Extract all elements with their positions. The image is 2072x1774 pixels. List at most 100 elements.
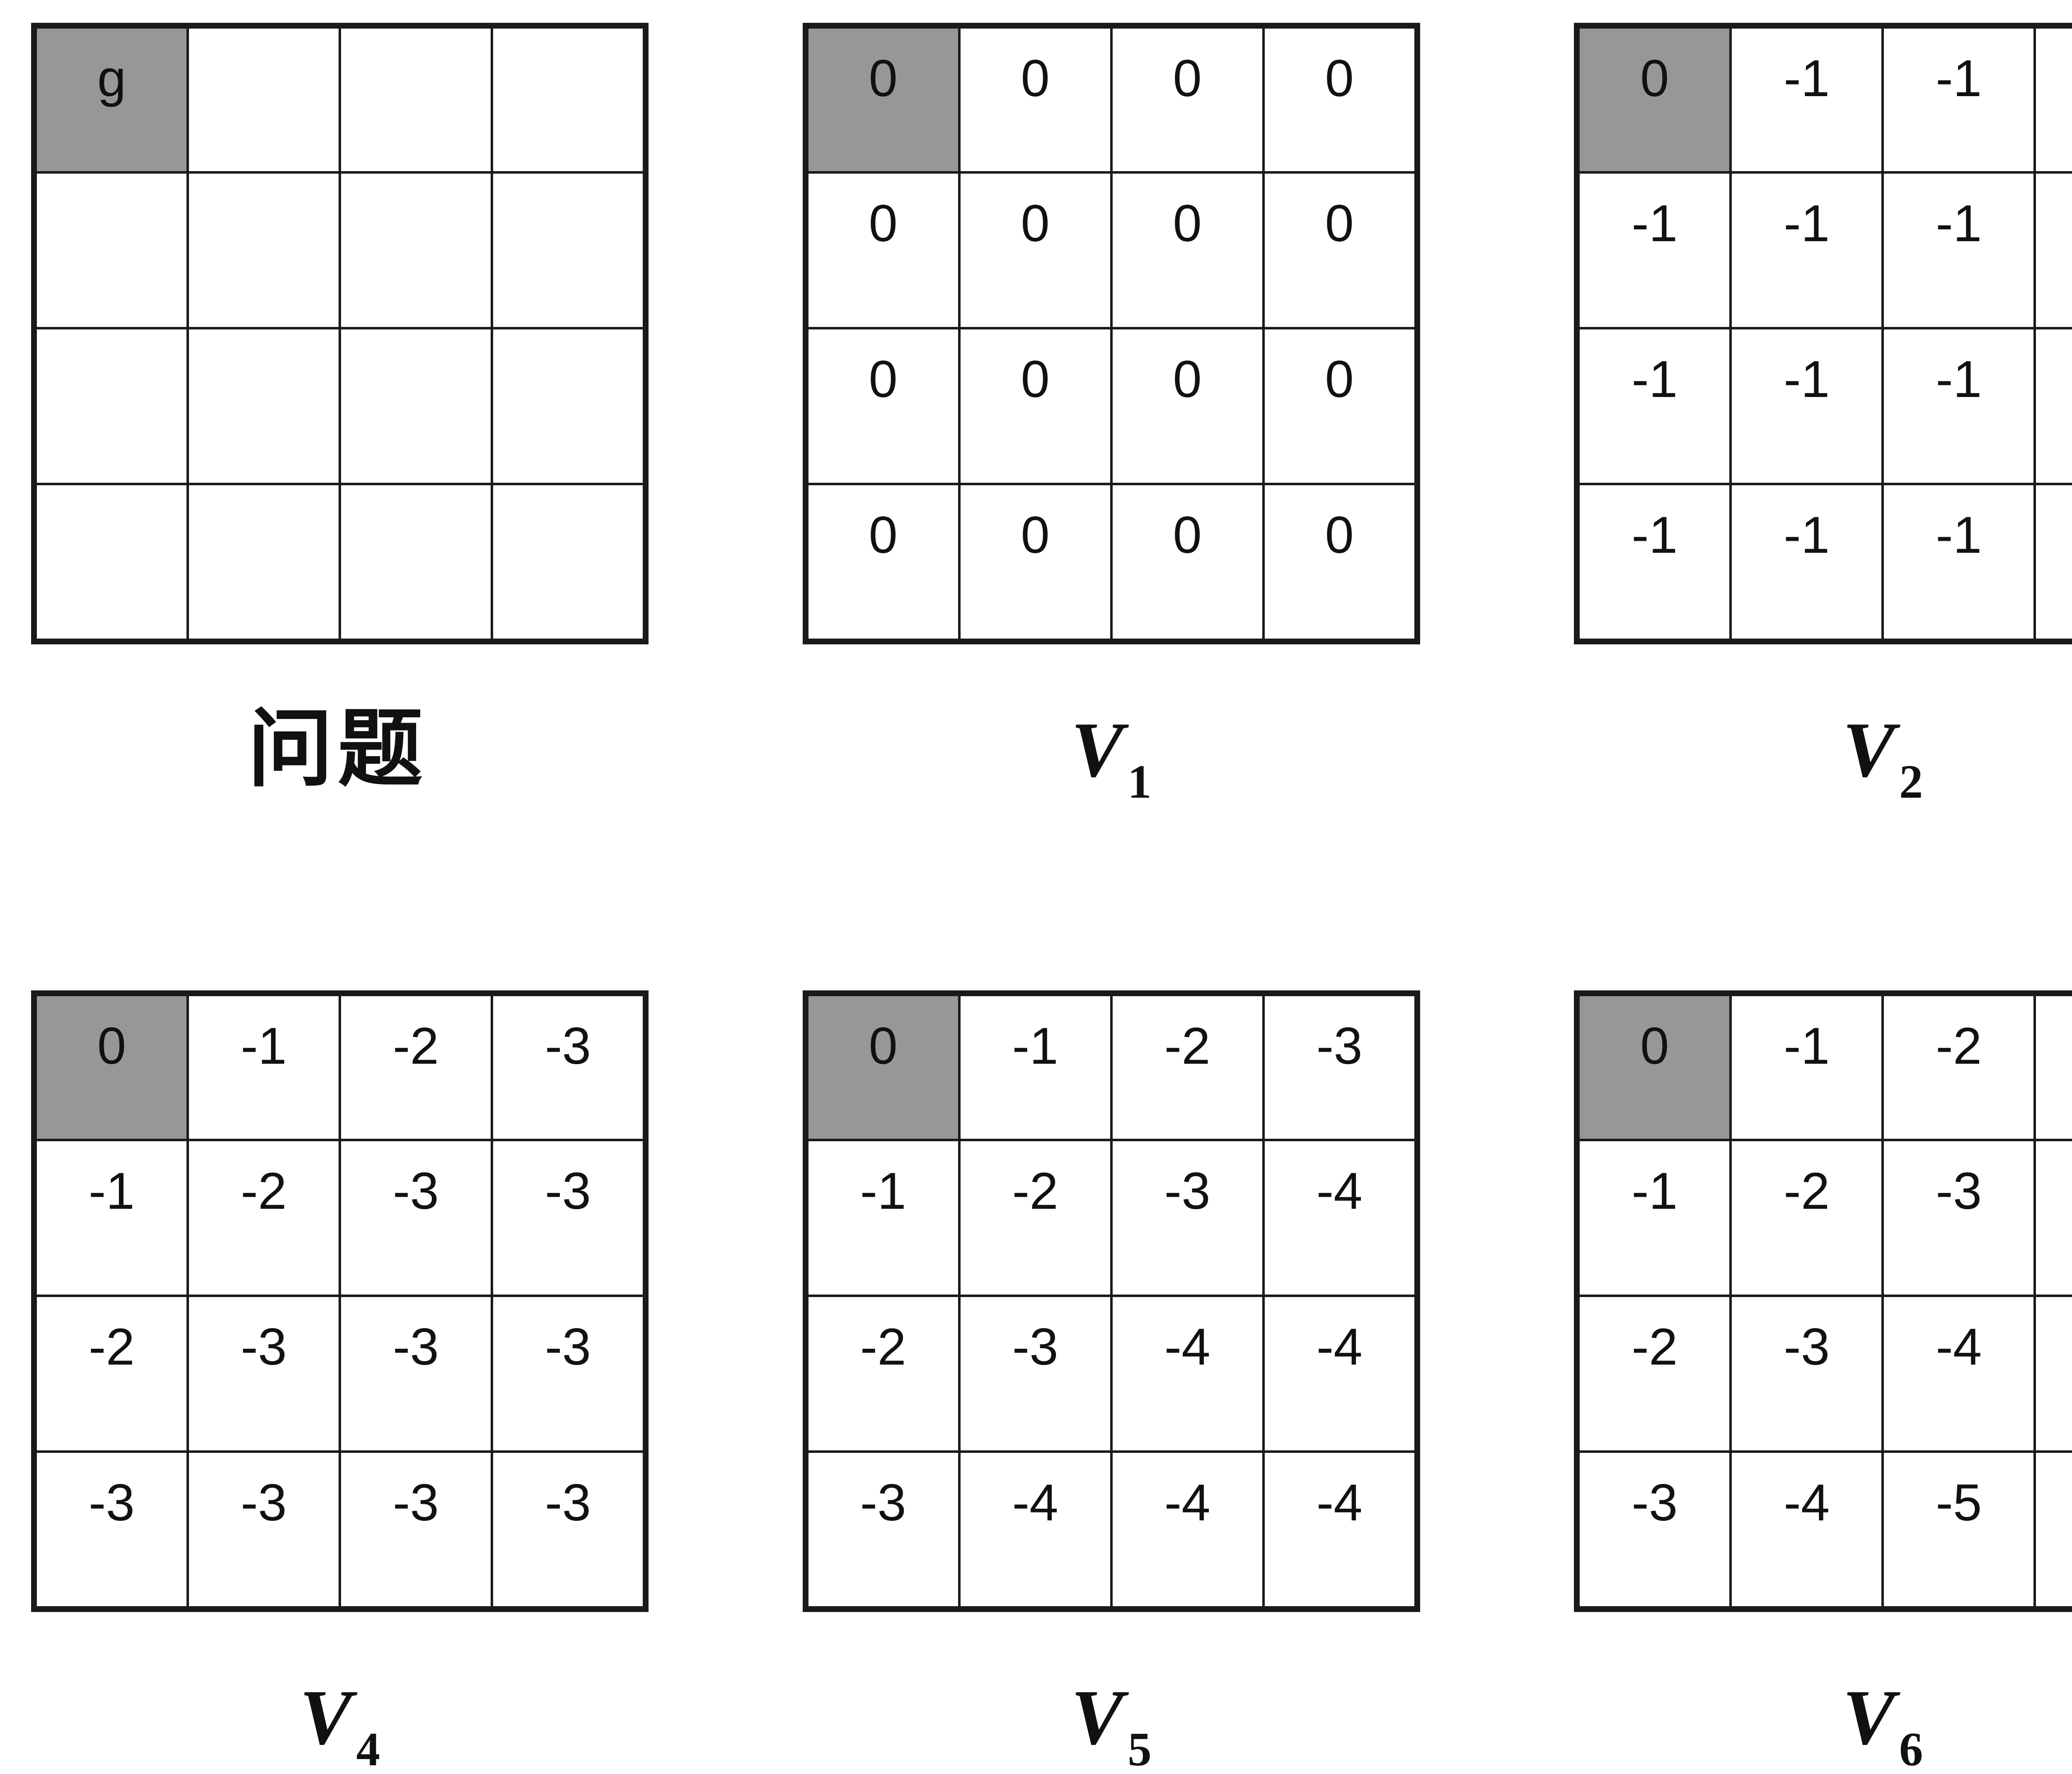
grid-cell: -1 <box>1731 995 1883 1140</box>
grid-cell: -2 <box>959 1140 1111 1296</box>
grid-cell <box>188 172 340 328</box>
grid-cell: -1 <box>2035 484 2072 640</box>
grid-cell: 0 <box>807 328 959 484</box>
grid-cell: -4 <box>1111 1295 1264 1452</box>
grid-cell <box>340 27 492 172</box>
grid-cell: -2 <box>1578 1295 1731 1452</box>
grid-cell: -3 <box>340 1451 492 1607</box>
grid-cell: -5 <box>2035 1295 2072 1452</box>
grid-cell <box>188 328 340 484</box>
grid-cell: 0 <box>959 172 1111 328</box>
value-grid: g <box>31 23 649 644</box>
grid-cell: -3 <box>1263 995 1416 1140</box>
grid-cell: -1 <box>1731 27 1883 172</box>
grid-cell: -3 <box>492 1140 644 1296</box>
grid-cell: -3 <box>492 1451 644 1607</box>
grid-cell: -2 <box>1731 1140 1883 1296</box>
grid-cell: -1 <box>807 1140 959 1296</box>
goal-cell: 0 <box>807 995 959 1140</box>
grid-cell: 0 <box>807 484 959 640</box>
grid-cell <box>36 328 188 484</box>
grid-panel-problem: g 问题 <box>31 23 649 808</box>
grid-cell: -3 <box>1883 1140 2035 1296</box>
grid-cell <box>188 27 340 172</box>
grid-cell <box>492 172 644 328</box>
grid-label: 问题 <box>31 700 649 808</box>
grid-cell: -3 <box>1578 1451 1731 1607</box>
grid-cell: -3 <box>188 1295 340 1452</box>
grid-cell: -1 <box>1578 328 1731 484</box>
grid-label: V4 <box>31 1668 649 1774</box>
grid-cell: 0 <box>959 328 1111 484</box>
grid-cell: -5 <box>2035 1451 2072 1607</box>
grid-label-text: 问题 <box>248 703 428 797</box>
grid-cell: -4 <box>1111 1451 1264 1607</box>
value-grid: 0-1-1-1-1-1-1-1-1-1-1-1-1-1-1-1 <box>1574 23 2072 644</box>
grid-cell: -4 <box>959 1451 1111 1607</box>
grid-cell: 0 <box>959 484 1111 640</box>
grid-cell <box>340 484 492 640</box>
grid-cell: -1 <box>1578 1140 1731 1296</box>
grid-cell: -1 <box>1883 27 2035 172</box>
grid-panel-V2: 0-1-1-1-1-1-1-1-1-1-1-1-1-1-1-1 V2 <box>1574 23 2072 808</box>
grid-cell: -1 <box>1883 484 2035 640</box>
grid-panel-V4: 0-1-2-3-1-2-3-3-2-3-3-3-3-3-3-3 V4 <box>31 990 649 1774</box>
grid-cell: -4 <box>1883 1295 2035 1452</box>
grid-cell: 0 <box>1263 27 1416 172</box>
value-grid: 0-1-2-3-1-2-3-3-2-3-3-3-3-3-3-3 <box>31 990 649 1612</box>
grid-cell: -4 <box>1263 1295 1416 1452</box>
grid-cell: -1 <box>36 1140 188 1296</box>
grid-cell: -1 <box>2035 27 2072 172</box>
grid-cell: -1 <box>2035 328 2072 484</box>
grid-cell: -1 <box>1883 172 2035 328</box>
grid-cell: 0 <box>807 172 959 328</box>
grid-label-text: V <box>1071 1674 1124 1761</box>
grid-cell: -4 <box>2035 1140 2072 1296</box>
grid-cell: 0 <box>1111 484 1264 640</box>
grid-label-text: V <box>1842 707 1895 794</box>
grid-cell <box>492 27 644 172</box>
grid-cell: -3 <box>959 1295 1111 1452</box>
grid-cell: -1 <box>1578 172 1731 328</box>
grid-cell: -3 <box>340 1295 492 1452</box>
grid-cell: -1 <box>959 995 1111 1140</box>
grid-cell: -4 <box>1263 1451 1416 1607</box>
goal-cell: 0 <box>36 995 188 1140</box>
grid-cell: -3 <box>36 1451 188 1607</box>
goal-cell: 0 <box>1578 27 1731 172</box>
grid-cell: -2 <box>1883 995 2035 1140</box>
grid-cell: -3 <box>1731 1295 1883 1452</box>
grid-cell <box>188 484 340 640</box>
grid-label-subscript: 1 <box>1128 755 1152 808</box>
grid-cell: -1 <box>1731 484 1883 640</box>
grid-label-subscript: 4 <box>356 1723 380 1774</box>
grid-cell: 0 <box>1111 172 1264 328</box>
goal-cell: 0 <box>1578 995 1731 1140</box>
grid-label-subscript: 2 <box>1899 755 1923 808</box>
grid-label-text: V <box>299 1674 352 1761</box>
grid-cell: -1 <box>2035 172 2072 328</box>
grid-cell: -3 <box>1111 1140 1264 1296</box>
value-grid: 0-1-2-3-1-2-3-4-2-3-4-5-3-4-5-5 <box>1574 990 2072 1612</box>
grid-cell: -3 <box>340 1140 492 1296</box>
grid-cell <box>340 172 492 328</box>
grid-label-subscript: 5 <box>1128 1723 1152 1774</box>
grid-cell: -3 <box>188 1451 340 1607</box>
grid-cell: -5 <box>1883 1451 2035 1607</box>
grid-cell: -1 <box>188 995 340 1140</box>
grid-cell <box>492 484 644 640</box>
grid-cell: -1 <box>1731 328 1883 484</box>
grid-cell <box>492 328 644 484</box>
grid-label: V1 <box>803 700 1420 808</box>
grid-cell: -4 <box>1731 1451 1883 1607</box>
grid-panel-V6: 0-1-2-3-1-2-3-4-2-3-4-5-3-4-5-5 V6 <box>1574 990 2072 1774</box>
grid-cell <box>340 328 492 484</box>
grid-label: V2 <box>1574 700 2072 808</box>
grid-cell: -2 <box>188 1140 340 1296</box>
grid-panel-V5: 0-1-2-3-1-2-3-4-2-3-4-4-3-4-4-4 V5 <box>802 990 1420 1774</box>
